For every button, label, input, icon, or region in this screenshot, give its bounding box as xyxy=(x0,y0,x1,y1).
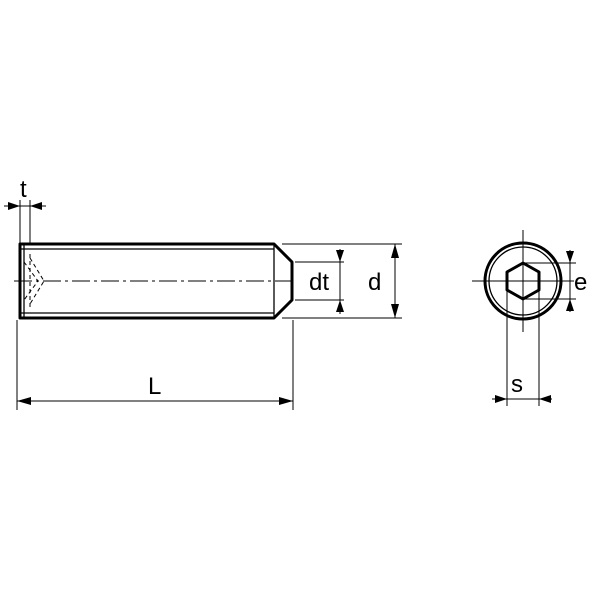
dimension-s: s xyxy=(492,272,552,406)
label-e: e xyxy=(574,269,587,296)
dimension-L: L xyxy=(16,320,294,410)
dimension-d: d xyxy=(282,243,402,319)
label-t: t xyxy=(20,176,27,203)
label-d: d xyxy=(368,269,381,296)
dimension-dt: dt xyxy=(295,249,344,314)
dimension-e: e xyxy=(523,250,587,312)
side-view: t L dt d xyxy=(4,176,402,410)
label-dt: dt xyxy=(309,269,329,296)
label-s: s xyxy=(511,371,523,398)
end-view: e s xyxy=(472,230,587,406)
label-L: L xyxy=(148,373,161,400)
dimension-t: t xyxy=(4,176,46,244)
